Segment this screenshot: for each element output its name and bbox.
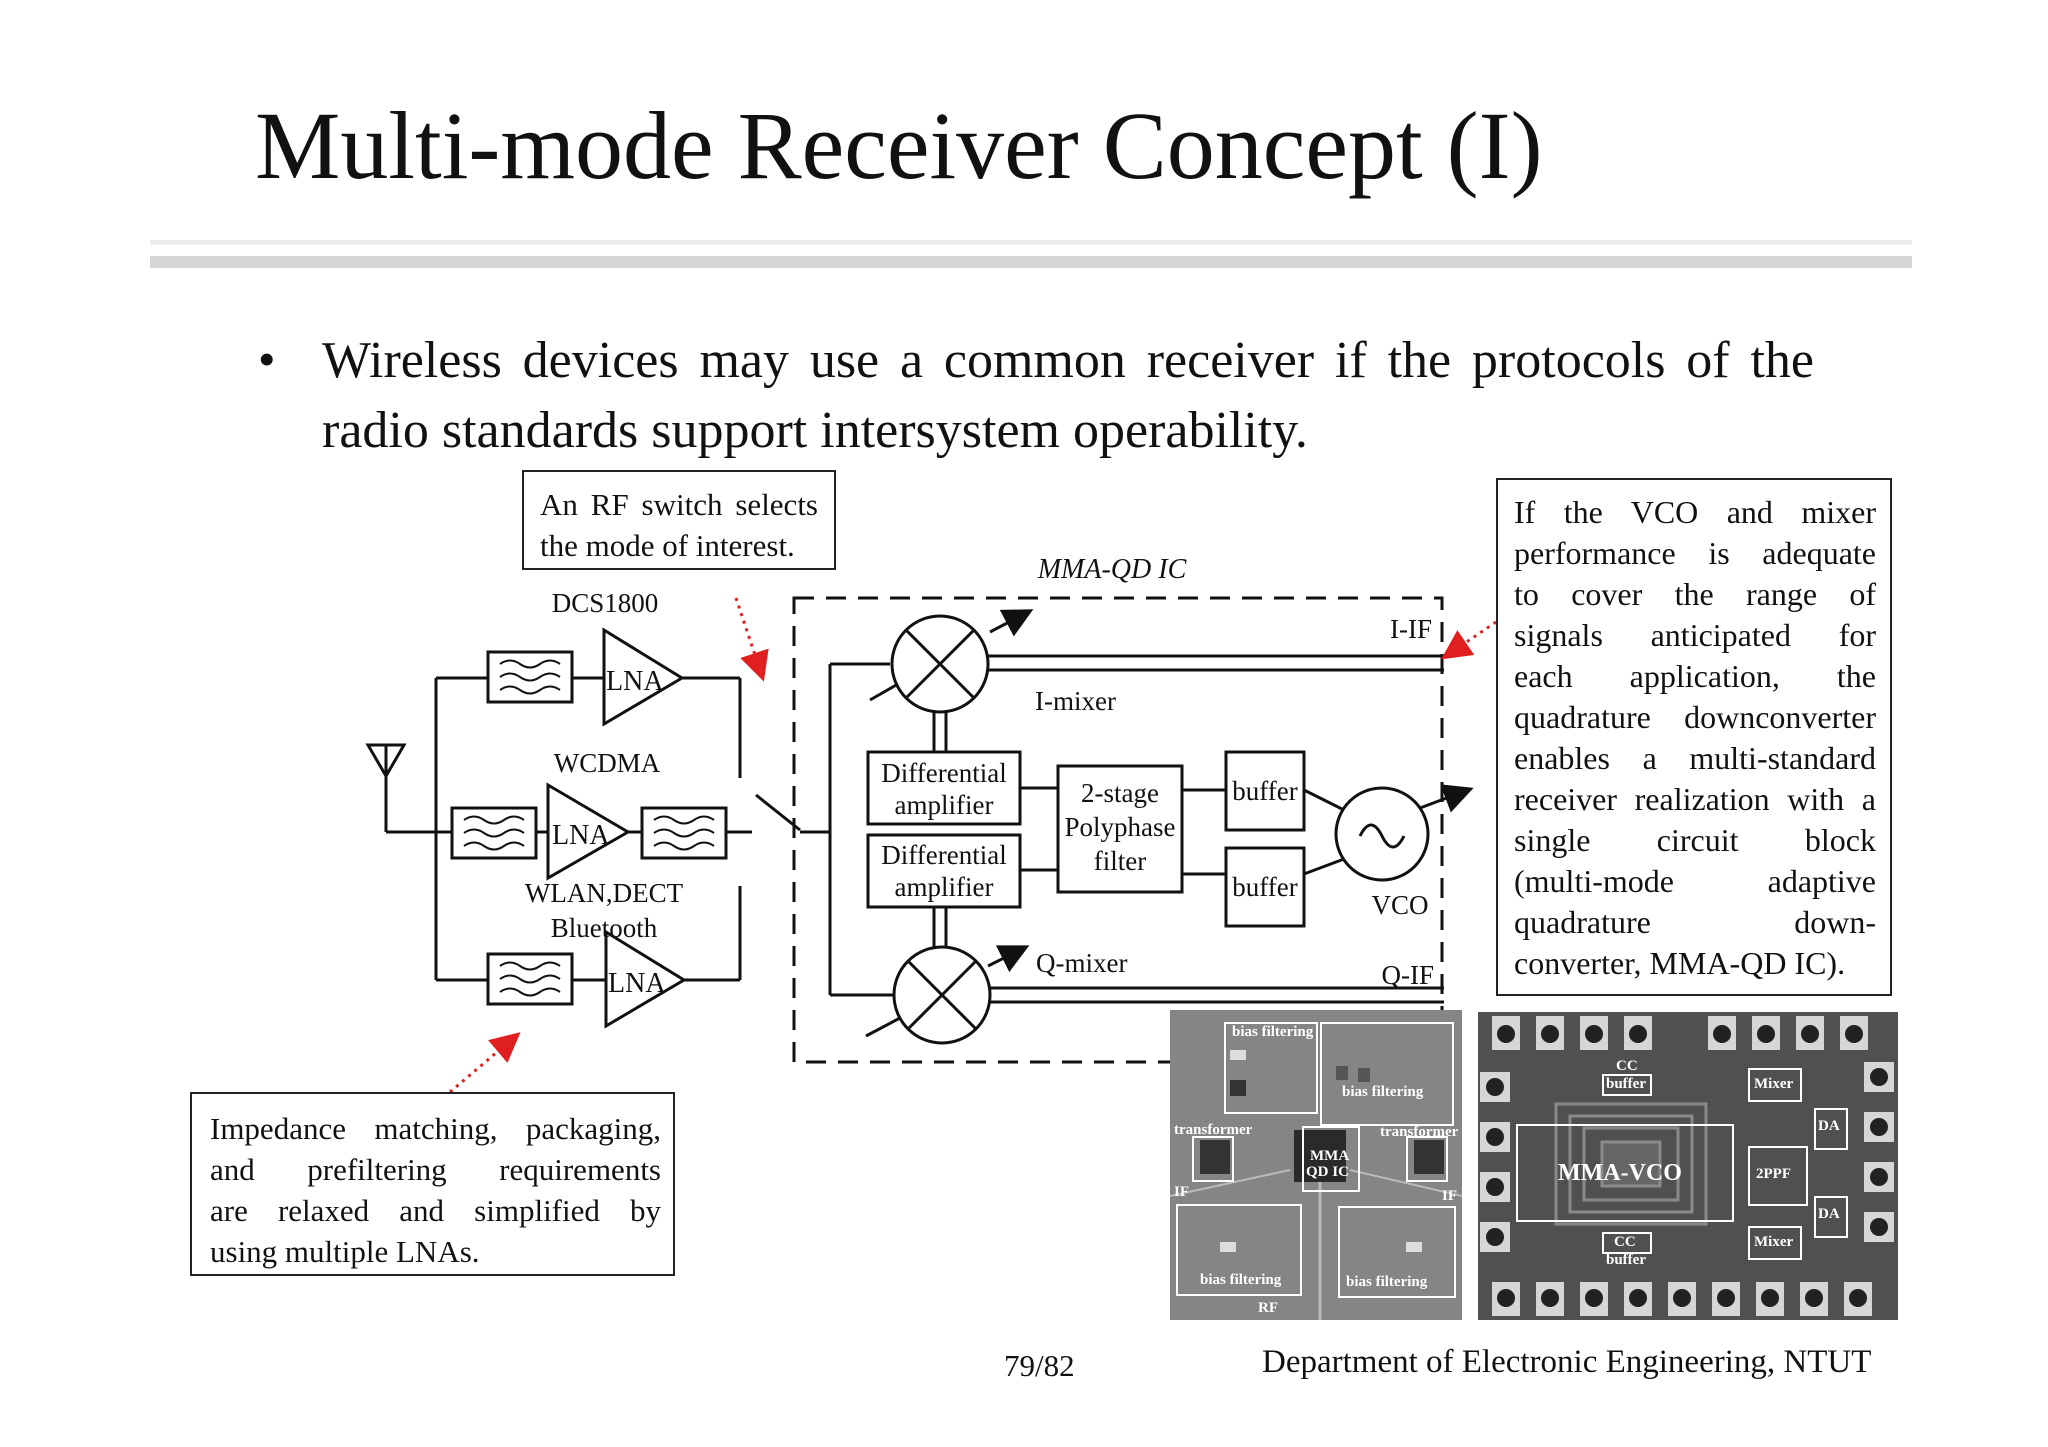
die-vco-box <box>1516 1124 1734 1222</box>
die-cc-buffer-box <box>1602 1232 1652 1254</box>
board-label-bias-filtering: bias filtering <box>1200 1272 1282 1288</box>
filter-wcdma-in <box>450 806 538 860</box>
vco-mixer-note: If the VCO and mixer performance is adeq… <box>1496 478 1892 996</box>
board-label-mma: MMA <box>1310 1148 1350 1164</box>
band-label-dcs1800: DCS1800 <box>552 588 659 618</box>
chip-die-photo: CC buffer Mixer DA MMA-VCO 2PPF DA CC bu… <box>1478 1012 1898 1320</box>
die-ppf-box <box>1748 1146 1808 1206</box>
test-board-photo: bias filtering bias filtering transforme… <box>1170 1010 1462 1320</box>
board-transformer-box <box>1192 1136 1234 1182</box>
ic-label: MMA-QD IC <box>1037 554 1187 585</box>
slide-title: Multi-mode Receiver Concept (I) <box>255 92 1543 199</box>
q-mixer-label: Q-mixer <box>1036 948 1127 978</box>
mma-qd-ic-boundary <box>792 596 1444 1064</box>
die-label-da: DA <box>1818 1118 1840 1134</box>
lna-label: LNA <box>552 820 610 851</box>
antenna-icon <box>365 743 407 832</box>
die-mixer-box <box>1748 1068 1802 1102</box>
die-da-box <box>1814 1196 1848 1238</box>
i-mixer-label: I-mixer <box>1035 686 1116 716</box>
die-label-2ppf: 2PPF <box>1756 1166 1791 1182</box>
lna-wcdma: LNA <box>546 782 631 881</box>
board-transformer-box <box>1406 1136 1448 1182</box>
i-mixer-icon <box>890 614 990 714</box>
board-label-bias-filtering: bias filtering <box>1346 1274 1428 1290</box>
impedance-annotation-arrow <box>449 1032 521 1094</box>
q-mixer-icon <box>892 945 992 1045</box>
q-if-label: Q-IF <box>1382 960 1435 990</box>
board-ic-box <box>1302 1126 1360 1192</box>
svg-text:Differential: Differential <box>881 840 1006 870</box>
page-number: 79/82 <box>1004 1348 1075 1383</box>
rf-switch-annotation-arrow <box>734 597 769 682</box>
svg-text:buffer: buffer <box>1232 872 1297 902</box>
die-da-box <box>1814 1108 1848 1150</box>
die-label-buffer: buffer <box>1606 1076 1646 1092</box>
die-mixer-box <box>1748 1226 1802 1260</box>
band-label-bluetooth: Bluetooth <box>551 913 658 943</box>
bullet-marker: • <box>258 331 276 387</box>
svg-text:amplifier: amplifier <box>895 790 994 820</box>
vco-label: VCO <box>1371 890 1428 920</box>
filter-wcdma-out <box>640 806 728 860</box>
board-bias-box <box>1338 1206 1456 1298</box>
board-bias-box <box>1176 1204 1302 1296</box>
title-rule-thick <box>150 256 1912 268</box>
title-rule-thin <box>150 240 1912 245</box>
die-texture <box>1478 1012 1898 1320</box>
buffer-bottom: buffer <box>1224 846 1306 928</box>
svg-text:2-stage: 2-stage <box>1081 778 1159 808</box>
lna-label: LNA <box>608 968 666 999</box>
buffer-top: buffer <box>1224 750 1306 832</box>
filter-wlan <box>486 952 574 1006</box>
impedance-note: Impedance matching, packaging, and prefi… <box>190 1092 675 1276</box>
vco-icon <box>1334 786 1430 882</box>
die-cc-buffer-box <box>1602 1074 1652 1096</box>
board-label-transformer: transformer <box>1174 1122 1253 1138</box>
die-label-buffer: buffer <box>1606 1252 1646 1268</box>
department-footer: Department of Electronic Engineering, NT… <box>1262 1344 1872 1380</box>
svg-text:buffer: buffer <box>1232 776 1297 806</box>
lna-label: LNA <box>606 666 664 697</box>
lna-dcs1800: LNA <box>602 627 685 727</box>
die-label-cc: CC <box>1614 1234 1636 1250</box>
die-label-mma-vco: MMA-VCO <box>1558 1160 1682 1186</box>
die-label-cc: CC <box>1616 1058 1638 1074</box>
die-label-mixer: Mixer <box>1754 1076 1794 1092</box>
board-label-if: IF <box>1174 1184 1189 1200</box>
lna-wlan: LNA <box>604 929 687 1029</box>
svg-text:Polyphase: Polyphase <box>1065 812 1176 842</box>
band-label-wlan-dect: WLAN,DECT <box>525 878 684 908</box>
die-label-da: DA <box>1818 1206 1840 1222</box>
board-bias-box <box>1224 1022 1318 1114</box>
svg-text:amplifier: amplifier <box>895 872 994 902</box>
differential-amplifier-bottom: Differential amplifier <box>866 833 1022 909</box>
board-label-bias-filtering: bias filtering <box>1342 1084 1424 1100</box>
svg-text:filter: filter <box>1094 846 1146 876</box>
polyphase-filter: 2-stage Polyphase filter <box>1056 764 1184 894</box>
board-label-if: IF <box>1442 1188 1457 1204</box>
board-label-rf: RF <box>1258 1300 1278 1316</box>
bullet-text: Wireless devices may use a common receiv… <box>322 332 1814 459</box>
filter-dcs1800 <box>486 650 574 704</box>
board-bias-box <box>1320 1022 1454 1126</box>
die-label-mixer: Mixer <box>1754 1234 1794 1250</box>
board-label-qd-ic: QD IC <box>1306 1164 1349 1180</box>
vco-annotation-arrow <box>1441 620 1497 660</box>
rf-switch-note: An RF switch selects the mode of interes… <box>522 470 836 570</box>
differential-amplifier-top: Differential amplifier <box>866 750 1022 826</box>
band-label-wcdma: WCDMA <box>554 748 661 778</box>
i-if-label: I-IF <box>1390 614 1432 644</box>
svg-text:Differential: Differential <box>881 758 1006 788</box>
board-label-bias-filtering: bias filtering <box>1232 1024 1314 1040</box>
